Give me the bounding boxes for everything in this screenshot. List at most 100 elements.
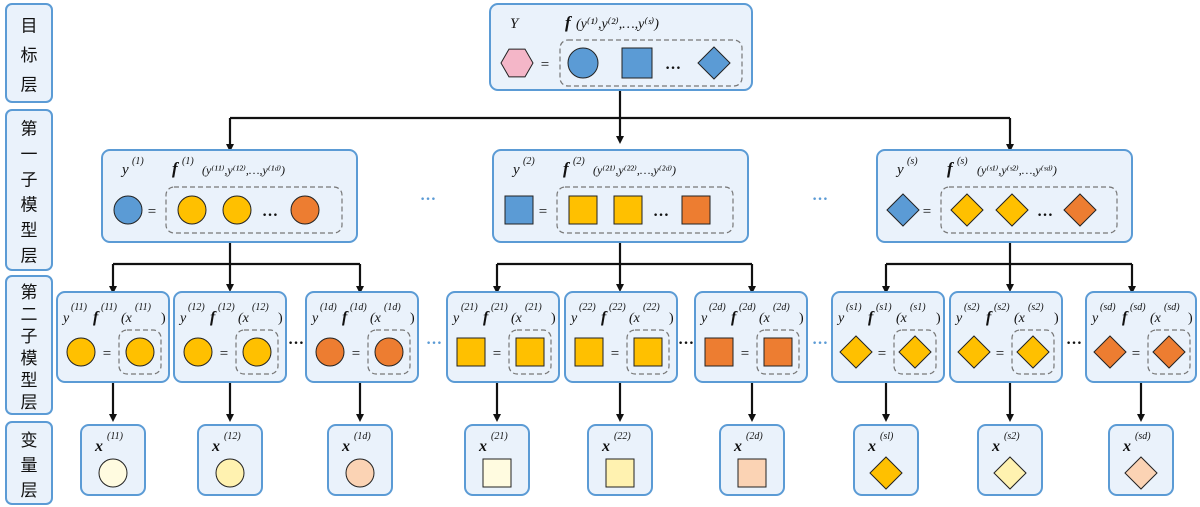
first-f-sup: (1)	[182, 156, 194, 167]
variable-shape	[98, 458, 128, 488]
variable-box-7: x(sl)	[853, 424, 919, 496]
second-close-paren: )	[936, 311, 941, 326]
variable-shape	[605, 458, 635, 488]
variable-x-label: x	[94, 438, 103, 455]
variable-x-sup: (21)	[491, 431, 508, 442]
second-x-label: (x	[629, 311, 641, 326]
second-x-label: (x	[511, 311, 523, 326]
layer-label-char-second: 二	[21, 305, 38, 325]
second-dashed-group	[893, 329, 937, 375]
second-y-sup: (s2)	[964, 302, 980, 313]
first-item-shape-1	[177, 195, 207, 225]
first-y-label: y	[895, 162, 904, 178]
second-close-paren: )	[410, 311, 415, 326]
second-x-sup: (s2)	[1028, 302, 1044, 313]
variable-x-label: x	[991, 438, 1000, 455]
second-f-sup: (s1)	[876, 302, 892, 313]
first-item-shape-2	[222, 195, 252, 225]
layer-label-box-variable	[5, 421, 53, 505]
target-f-args: (y⁽¹⁾,y⁽²⁾,…,y⁽ˢ⁾)	[576, 17, 659, 32]
variable-shape	[345, 458, 375, 488]
first-model-box-1: y(1)f(1)(y⁽¹¹⁾,y⁽¹²⁾,…,y⁽¹ᵈ⁾)=…	[101, 149, 358, 243]
second-item-shape	[515, 337, 545, 367]
first-item-ellipsis: …	[653, 203, 669, 220]
second-x-label: (x	[1014, 311, 1026, 326]
second-dashed-group	[118, 329, 162, 375]
second-y-label: y	[836, 311, 845, 326]
second-x-label: (x	[370, 311, 382, 326]
second-x-sup: (2d)	[773, 302, 790, 313]
first-level-gap-ellipsis-2: …	[812, 187, 828, 204]
target-frame	[489, 3, 753, 91]
second-f-sup: (s2)	[994, 302, 1010, 313]
variable-x-sup: (22)	[614, 431, 631, 442]
second-x-label: (x	[238, 311, 250, 326]
second-f-label: f	[210, 309, 217, 326]
second-model-box-4: y(21)f(21)(x(21))=	[446, 291, 560, 383]
second-equals: =	[878, 346, 886, 362]
second-model-box-7: y(s1)f(s1)(x(s1))=	[831, 291, 945, 383]
variable-box-8: x(s2)	[977, 424, 1043, 496]
first-dashed-group	[940, 186, 1118, 234]
second-model-box-6: y(2d)f(2d)(x(2d))=	[694, 291, 808, 383]
second-equals: =	[1132, 346, 1140, 362]
second-f-sup: (2d)	[739, 302, 756, 313]
second-x-label: (x	[896, 311, 908, 326]
second-gap-ellipsis-1: …	[288, 331, 304, 348]
second-item-shape	[1152, 335, 1186, 369]
layer-label-char-variable: 层	[21, 481, 38, 501]
second-close-paren: )	[161, 311, 166, 326]
second-dashed-group	[235, 329, 279, 375]
second-close-paren: )	[551, 311, 556, 326]
second-y-sup: (2d)	[709, 302, 726, 313]
first-model-box-2: y(2)f(2)(y⁽²¹⁾,y⁽²²⁾,…,y⁽²ᵈ⁾)=…	[492, 149, 749, 243]
first-head-shape	[113, 195, 143, 225]
variable-x-label: x	[867, 438, 876, 455]
second-gap-ellipsis-2: …	[426, 331, 442, 348]
variable-box-1: x(11)	[80, 424, 146, 496]
second-y-sup: (sd)	[1100, 302, 1116, 313]
layer-label-char-variable: 量	[21, 456, 38, 476]
first-equals: =	[148, 204, 156, 220]
second-y-sup: (s1)	[846, 302, 862, 313]
second-dashed-group	[367, 329, 411, 375]
second-x-sup: (12)	[252, 302, 269, 313]
second-x-sup: (s1)	[910, 302, 926, 313]
first-f-args: (y⁽²¹⁾,y⁽²²⁾,…,y⁽²ᵈ⁾)	[593, 163, 676, 177]
variable-x-sup: (sd)	[1135, 431, 1151, 442]
first-f-sup: (2)	[573, 156, 585, 167]
target-y-label: Y	[510, 16, 520, 32]
second-close-paren: )	[1188, 311, 1193, 326]
variable-x-sup: (12)	[224, 431, 241, 442]
second-y-label: y	[954, 311, 963, 326]
target-square	[621, 47, 653, 79]
variable-x-label: x	[211, 438, 220, 455]
second-item-shape	[242, 337, 272, 367]
second-model-box-3: y(1d)f(1d)(x(1d))=	[305, 291, 419, 383]
second-f-sup: (sd)	[1130, 302, 1146, 313]
layer-label-char-target: 标	[21, 46, 38, 66]
second-x-sup: (sd)	[1164, 302, 1180, 313]
second-head-shape	[574, 337, 604, 367]
first-f-label: f	[172, 159, 180, 178]
second-close-paren: )	[1054, 311, 1059, 326]
variable-x-label: x	[601, 438, 610, 455]
second-item-shape	[763, 337, 793, 367]
second-y-sup: (12)	[188, 302, 205, 313]
variable-box-2: x (12)	[197, 424, 263, 496]
first-item-shape-1	[568, 195, 598, 225]
layer-label-char-target: 目	[21, 16, 38, 36]
layer-label-char-second: 层	[21, 393, 38, 413]
second-y-sup: (1d)	[320, 302, 337, 313]
variable-shape	[869, 456, 903, 490]
second-head-shape	[456, 337, 486, 367]
layer-label-char-first: 型	[21, 221, 38, 241]
target-hexagon	[500, 48, 534, 78]
second-x-sup: (1d)	[384, 302, 401, 313]
second-dashed-group	[508, 329, 552, 375]
first-item-ellipsis: …	[262, 203, 278, 220]
second-y-label: y	[178, 311, 187, 326]
layer-label-box-target	[5, 3, 53, 103]
second-y-label: y	[699, 311, 708, 326]
second-f-label: f	[868, 309, 875, 326]
